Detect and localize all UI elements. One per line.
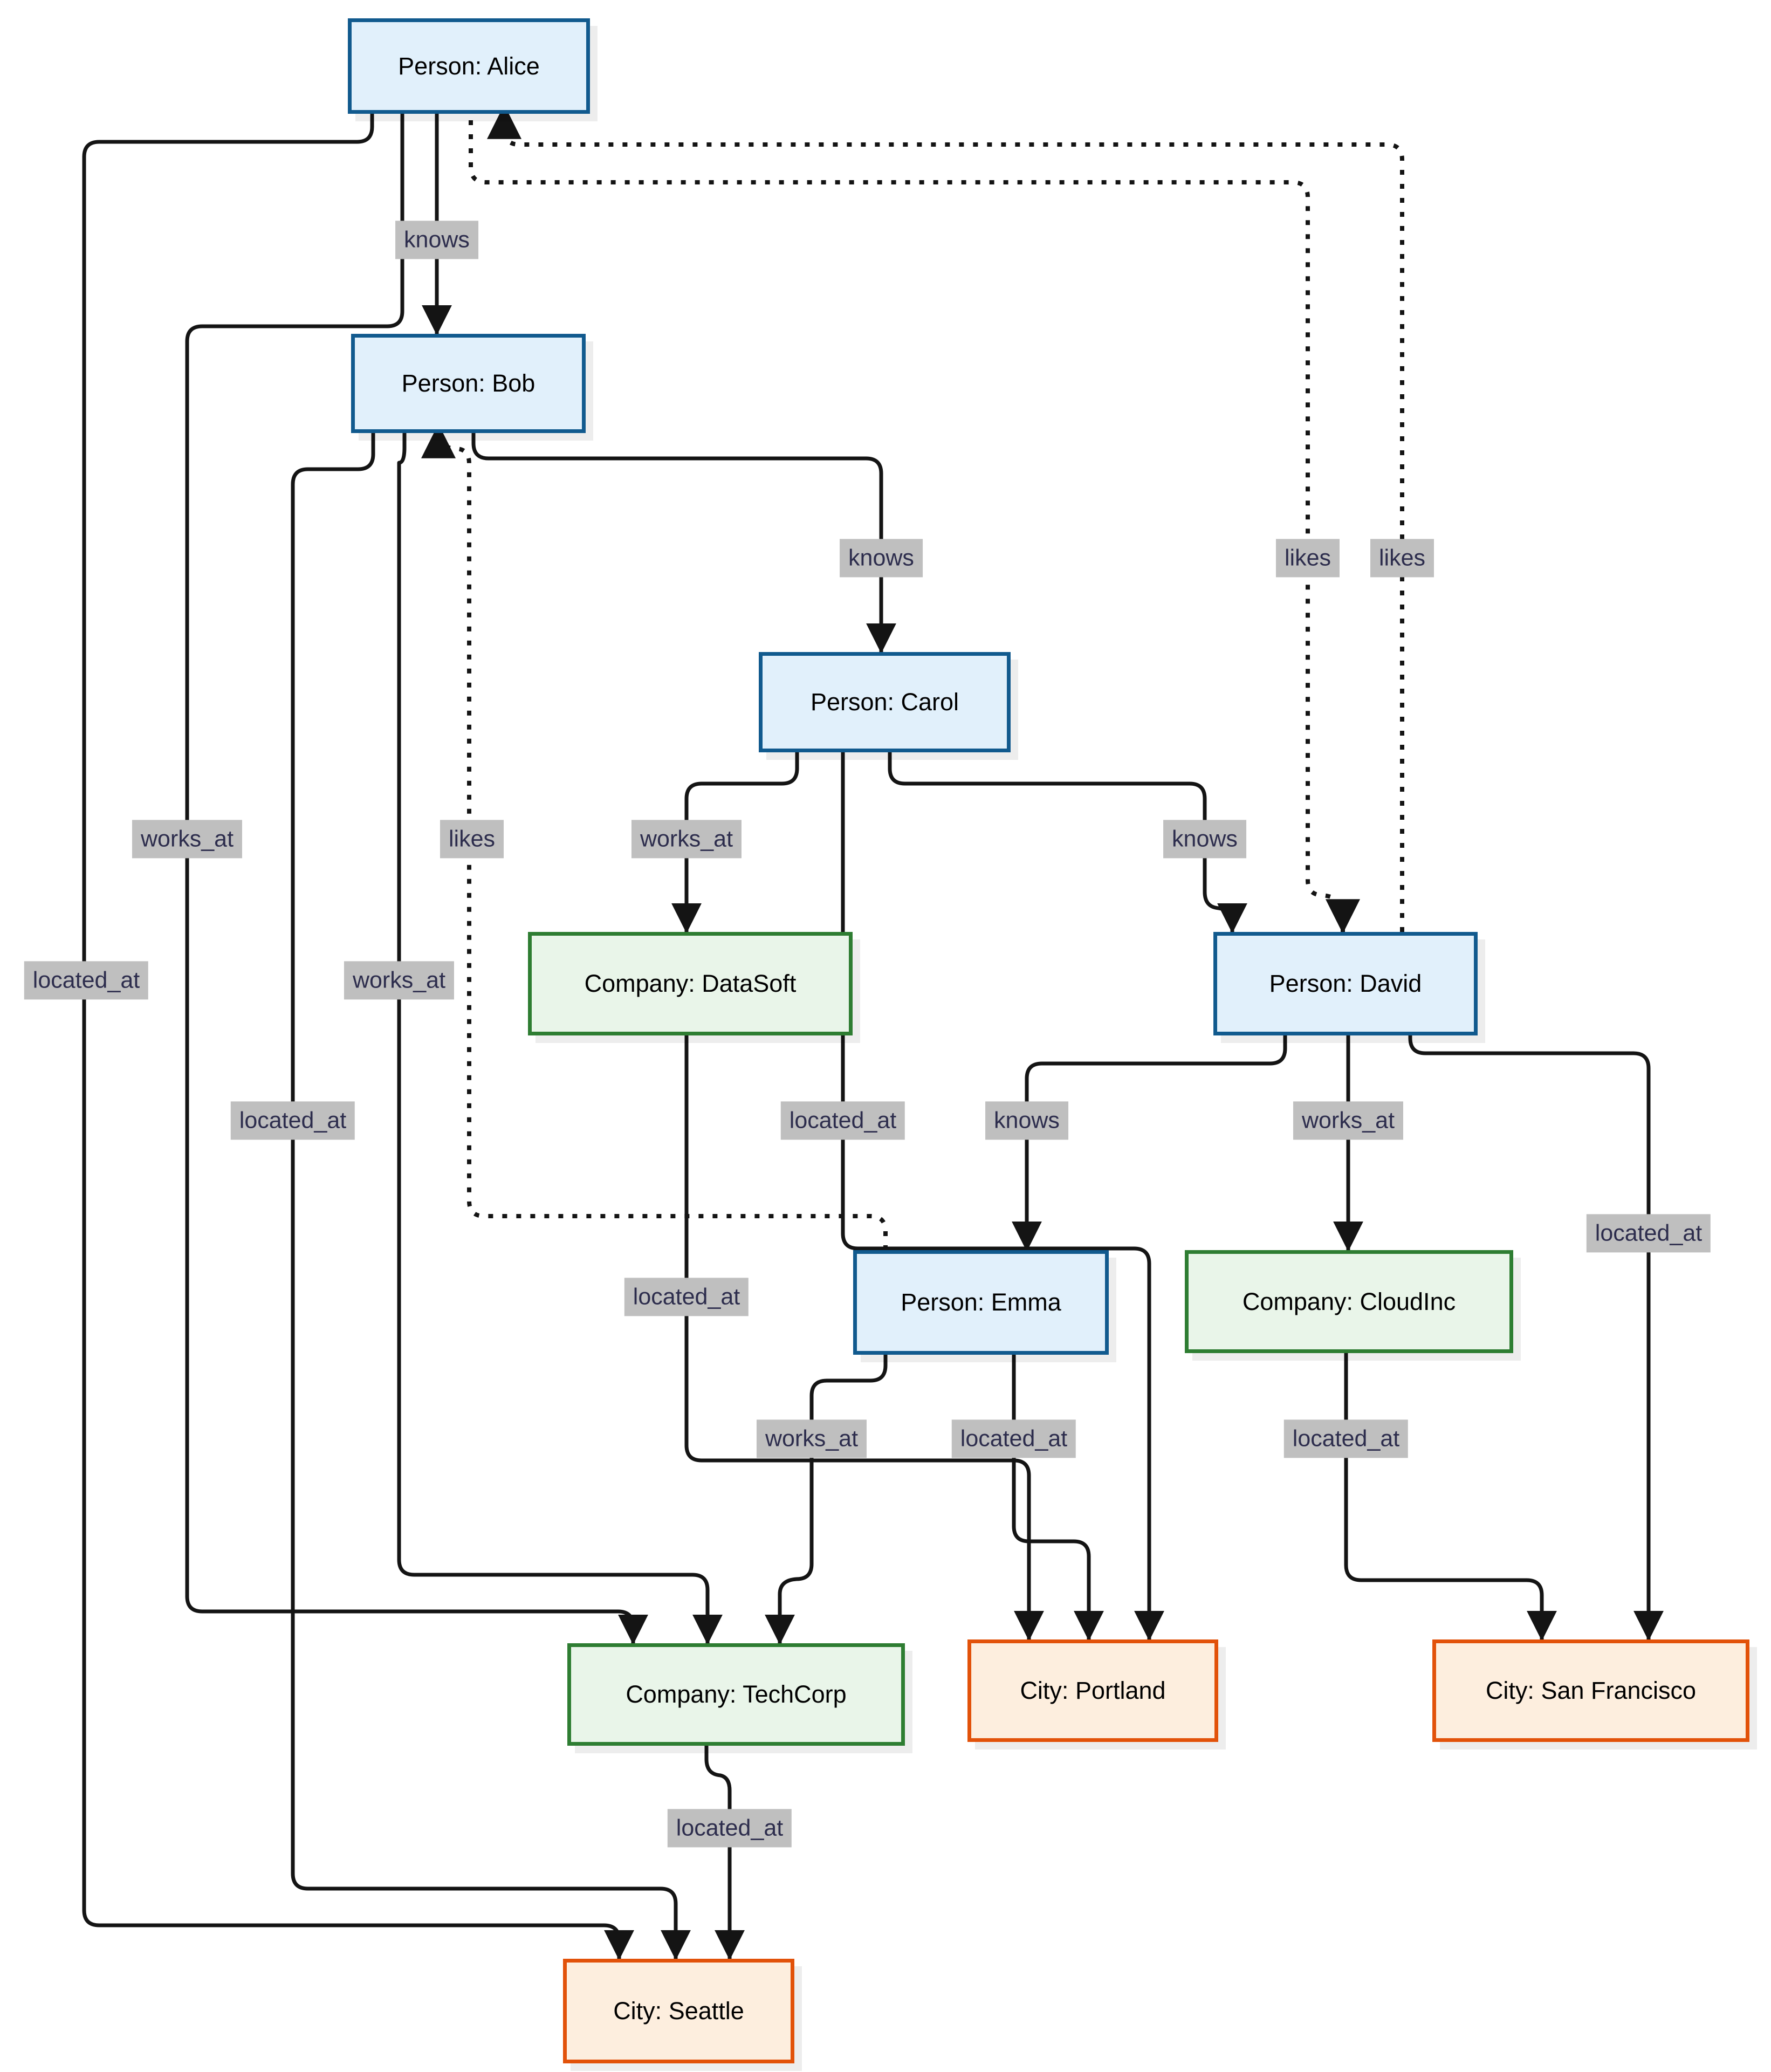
edge-label-bob-worksat-techcorp: works_at	[344, 961, 455, 1000]
node-label: Company: CloudInc	[1242, 1287, 1456, 1315]
edge-alice-likes-david	[469, 106, 1360, 934]
node-label: City: Portland	[1020, 1677, 1166, 1704]
node-label: City: San Francisco	[1485, 1677, 1697, 1704]
edge-emma-likes-bob	[421, 423, 888, 1250]
edge-label-david-locatedat-sanfrancisco: located_at	[1586, 1214, 1711, 1253]
edge-label-bob-locatedat-seattle: located_at	[230, 1101, 355, 1140]
edge-label-alice-likes-david: likes	[1275, 539, 1340, 578]
edge-label-datasoft-locatedat-portland: located_at	[624, 1278, 749, 1316]
edge-label-emma-locatedat-portland: located_at	[951, 1419, 1076, 1458]
node-city-portland: City: Portland	[967, 1639, 1218, 1742]
edge-label-techcorp-locatedat-seattle: located_at	[667, 1809, 792, 1848]
node-label: Person: David	[1269, 970, 1422, 997]
edge-carol-worksat-datasoft	[671, 745, 799, 934]
edge-label-cloudinc-locatedat-sanfrancisco: located_at	[1283, 1419, 1409, 1458]
edge-label-alice-knows-bob: knows	[395, 221, 478, 259]
edge-david-locatedat-sanfrancisco	[1408, 1028, 1664, 1641]
edge-label-emma-worksat-techcorp: works_at	[756, 1419, 867, 1458]
edge-emma-worksat-techcorp	[765, 1347, 888, 1645]
edge-alice-worksat-techcorp	[185, 106, 648, 1645]
node-person-bob: Person: Bob	[351, 334, 586, 433]
edge-label-david-likes-alice: likes	[1370, 539, 1434, 578]
edge-datasoft-locatedat-portland	[684, 1028, 1044, 1641]
edge-label-emma-likes-bob: likes	[440, 820, 504, 859]
node-label: Person: Carol	[810, 688, 959, 716]
node-label: Company: DataSoft	[584, 970, 797, 997]
edge-techcorp-locatedat-seattle	[704, 1738, 745, 1960]
edge-label-alice-worksat-techcorp: works_at	[132, 820, 243, 859]
edge-label-bob-knows-carol: knows	[840, 539, 923, 578]
edge-label-carol-knows-david: knows	[1163, 820, 1246, 859]
node-person-alice: Person: Alice	[348, 18, 590, 114]
edge-david-likes-alice	[487, 104, 1404, 932]
edge-carol-knows-david	[888, 745, 1247, 934]
node-label: Person: Emma	[901, 1288, 1061, 1316]
edge-label-alice-locatedat-seattle: located_at	[24, 961, 149, 1000]
edge-cloudinc-locatedat-sanfrancisco	[1344, 1346, 1557, 1641]
edge-label-carol-worksat-datasoft: works_at	[631, 820, 742, 859]
edge-alice-locatedat-seattle	[82, 106, 634, 1960]
node-label: City: Seattle	[613, 1997, 744, 2025]
node-person-carol: Person: Carol	[759, 652, 1011, 752]
node-company-techcorp: Company: TechCorp	[567, 1643, 905, 1746]
edge-bob-knows-carol	[471, 426, 896, 654]
node-company-cloudinc: Company: CloudInc	[1185, 1250, 1513, 1353]
node-company-datasoft: Company: DataSoft	[528, 932, 853, 1035]
node-label: Company: TechCorp	[626, 1680, 847, 1708]
node-city-seattle: City: Seattle	[563, 1959, 794, 2063]
edge-bob-locatedat-seattle	[291, 426, 691, 1960]
node-label: Person: Alice	[398, 52, 540, 80]
edge-emma-locatedat-portland	[1012, 1347, 1104, 1641]
node-city-sanfrancisco: City: San Francisco	[1432, 1639, 1749, 1742]
node-label: Person: Bob	[401, 369, 536, 397]
edge-david-knows-emma	[1012, 1028, 1287, 1252]
edge-label-david-knows-emma: knows	[985, 1101, 1068, 1140]
edge-carol-locatedat-portland	[841, 745, 1164, 1641]
edge-bob-worksat-techcorp	[397, 426, 723, 1645]
edge-label-david-worksat-cloudinc: works_at	[1293, 1101, 1404, 1140]
edge-label-carol-locatedat-portland: located_at	[780, 1101, 905, 1140]
node-person-david: Person: David	[1213, 932, 1478, 1035]
node-person-emma: Person: Emma	[853, 1250, 1109, 1355]
